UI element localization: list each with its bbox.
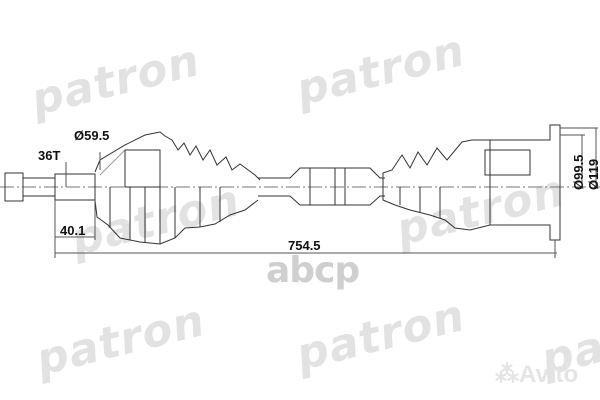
flange-outer-diameter-label: Ø119 xyxy=(586,158,600,190)
spline-length-label: 40.1 xyxy=(60,223,86,238)
outer-boot-lower xyxy=(94,199,259,245)
avito-dots-icon: ⁂ xyxy=(495,361,519,388)
watermark-abcp: abcp xyxy=(266,250,360,291)
outer-joint-cage xyxy=(124,149,161,188)
shaft-upper xyxy=(258,167,385,179)
shaft-lower xyxy=(258,195,385,206)
total-length-label: 754.5 xyxy=(288,238,321,253)
spline xyxy=(54,173,96,201)
hatching xyxy=(99,149,126,176)
flange-inner-diameter-label: Ø99.5 xyxy=(571,154,586,190)
outer-boot-upper xyxy=(94,131,261,181)
tripod xyxy=(484,149,531,176)
spline-teeth-label: 36T xyxy=(38,148,61,163)
outer-diameter-label: Ø59.5 xyxy=(74,128,110,143)
avito-text: Avito xyxy=(519,361,579,388)
inner-joint-housing xyxy=(382,124,561,241)
watermark-avito: ⁂Avito xyxy=(495,360,578,389)
